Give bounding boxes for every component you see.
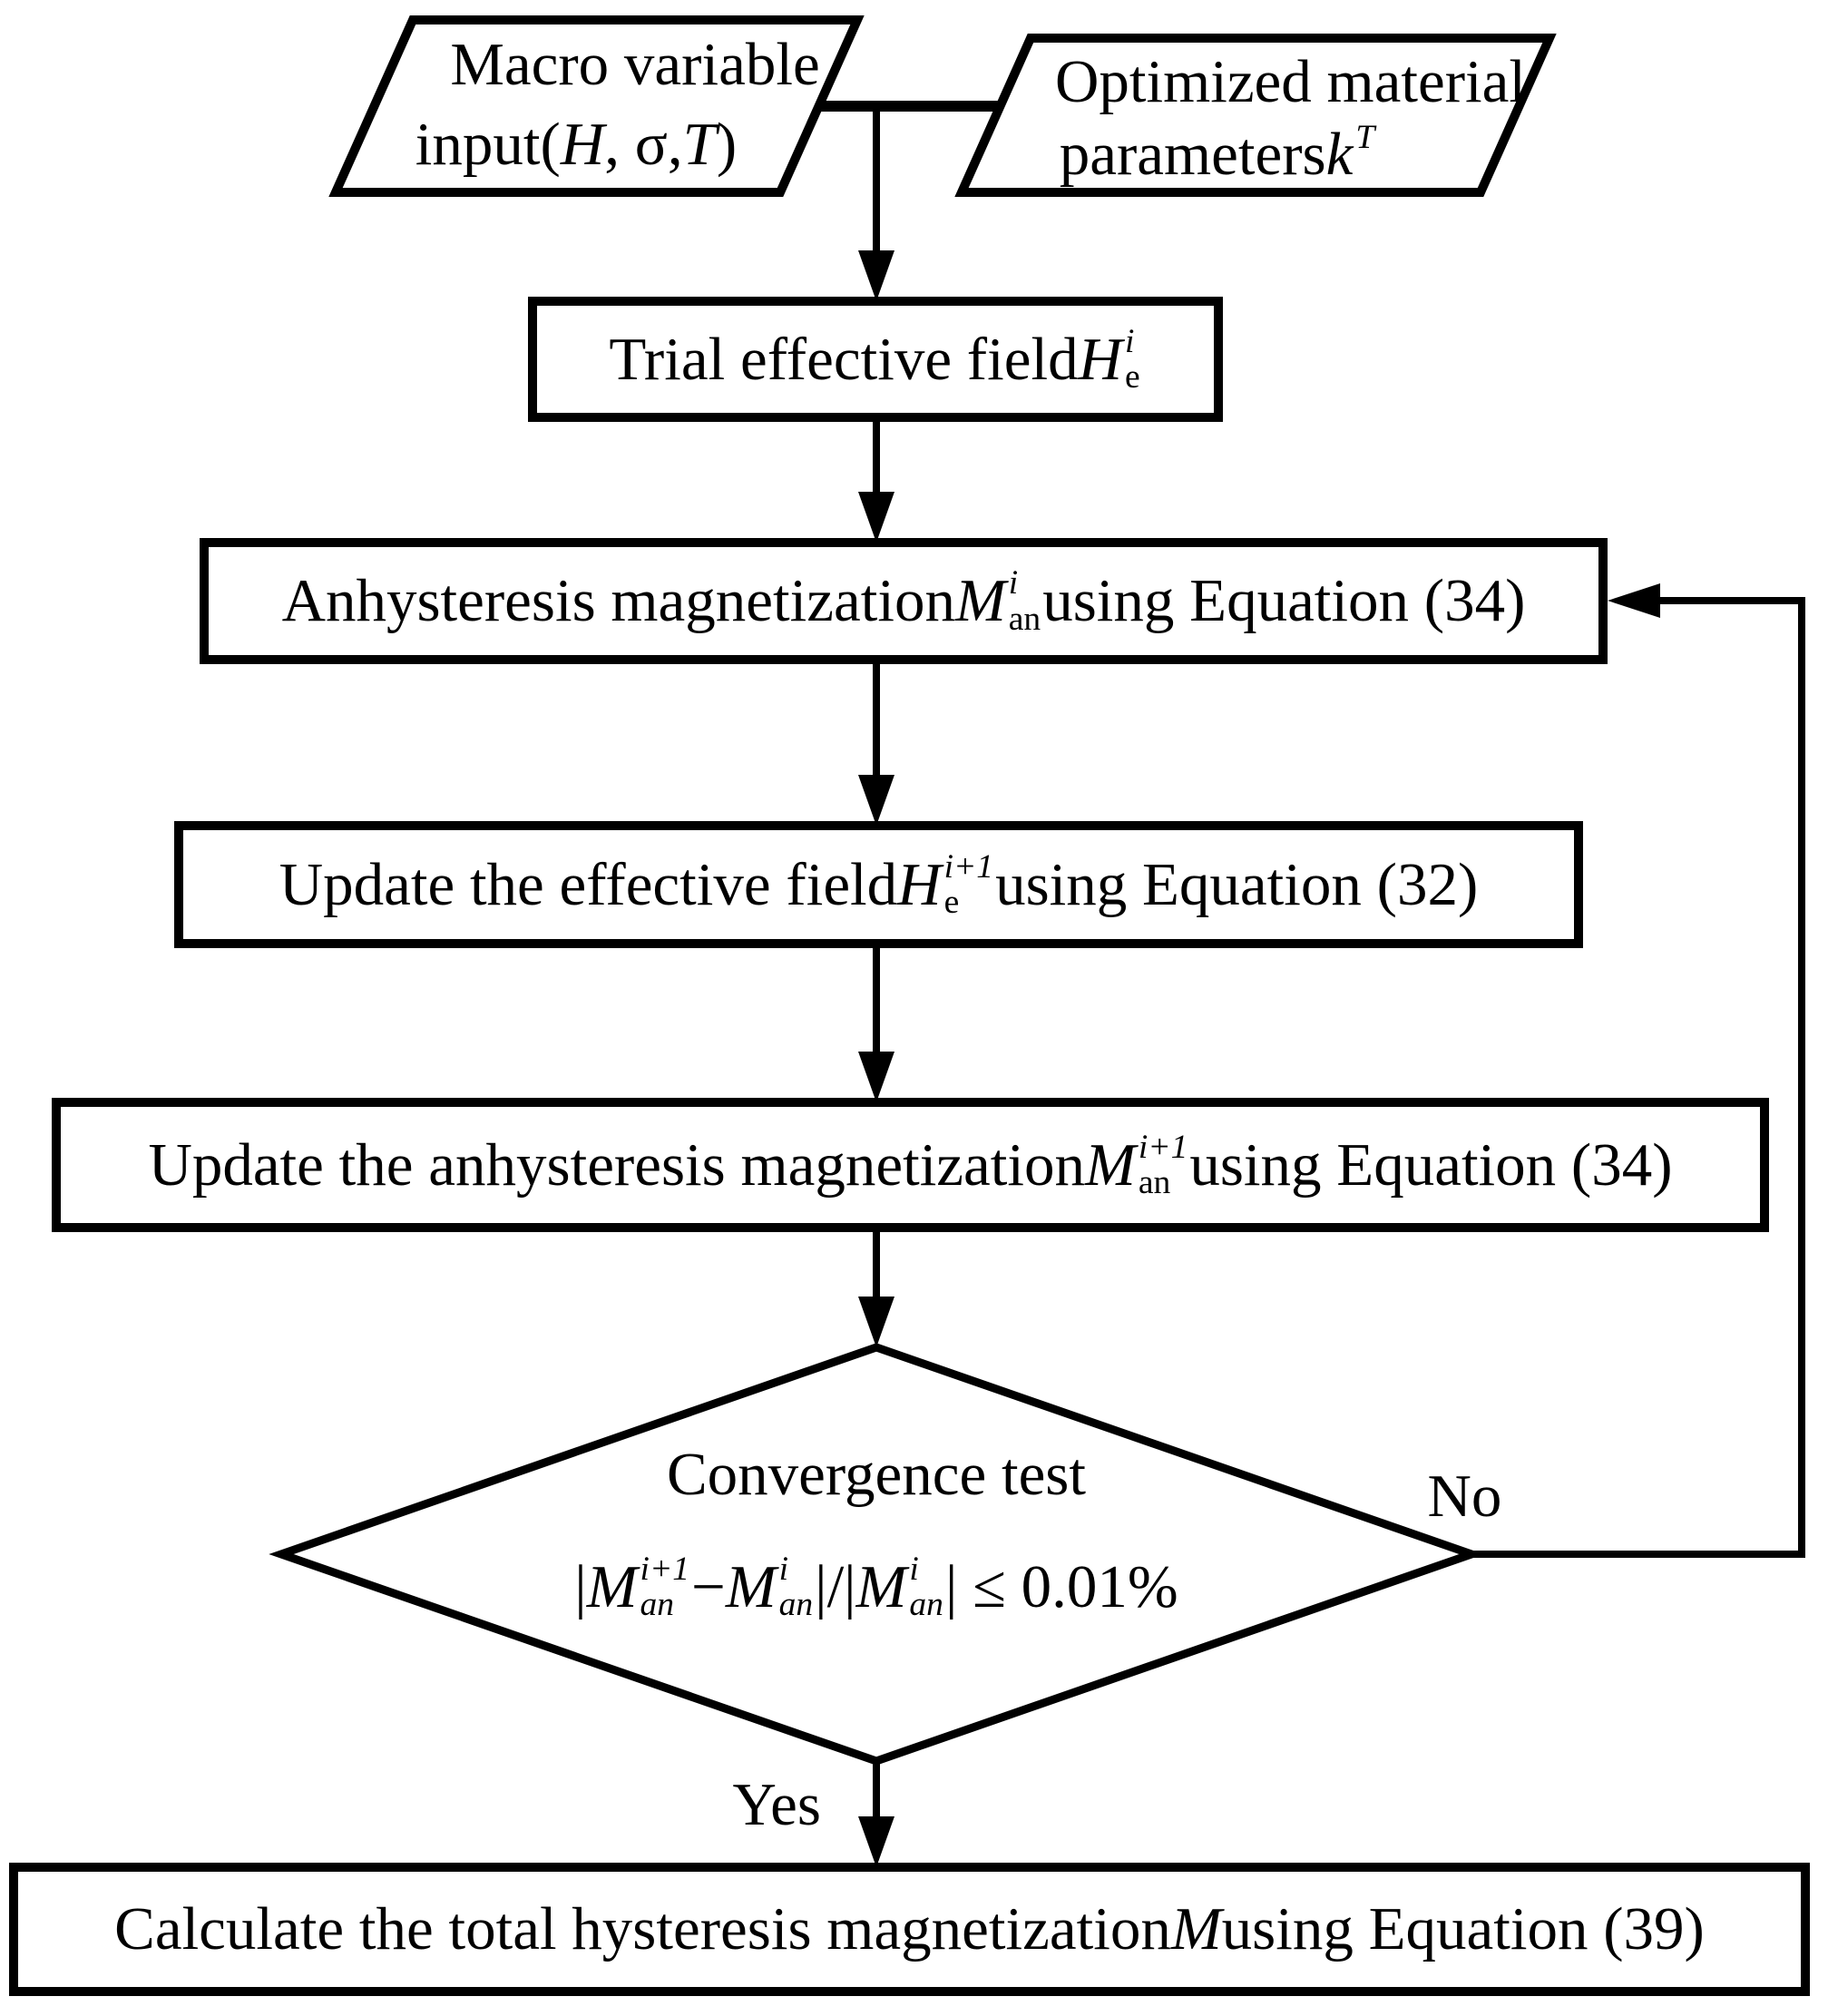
anhysteresis-box [200,538,1608,664]
optimized-params-label-line1: Optimized material [1054,47,1527,115]
macro-input-label-line1: Macro variable [450,30,820,98]
arrowhead-left-icon [1608,583,1660,618]
convergence-label-line1: Convergence test [666,1440,1087,1508]
arrowhead-down-icon [858,775,894,826]
flow-line-no-feedback [1471,597,1805,1558]
update-anhysteresis-box [52,1098,1769,1232]
calculate-label: Calculate the total hysteresis magnetiza… [114,1895,1705,1962]
arrowhead-down-icon [858,1816,894,1867]
macro-input-label-line2: input(H, σ, T) [415,110,738,178]
arrowhead-down-icon [858,492,894,543]
macro-input-parallelogram [328,15,865,197]
arrowhead-down-icon [858,250,894,301]
optimized-params-parallelogram [954,34,1557,197]
trial-field-box [528,297,1223,422]
no-branch-label: No [1427,1462,1502,1530]
calculate-box [9,1863,1810,1996]
arrowhead-down-icon [858,1297,894,1347]
yes-branch-label: Yes [732,1770,822,1838]
arrowhead-down-icon [858,1052,894,1102]
